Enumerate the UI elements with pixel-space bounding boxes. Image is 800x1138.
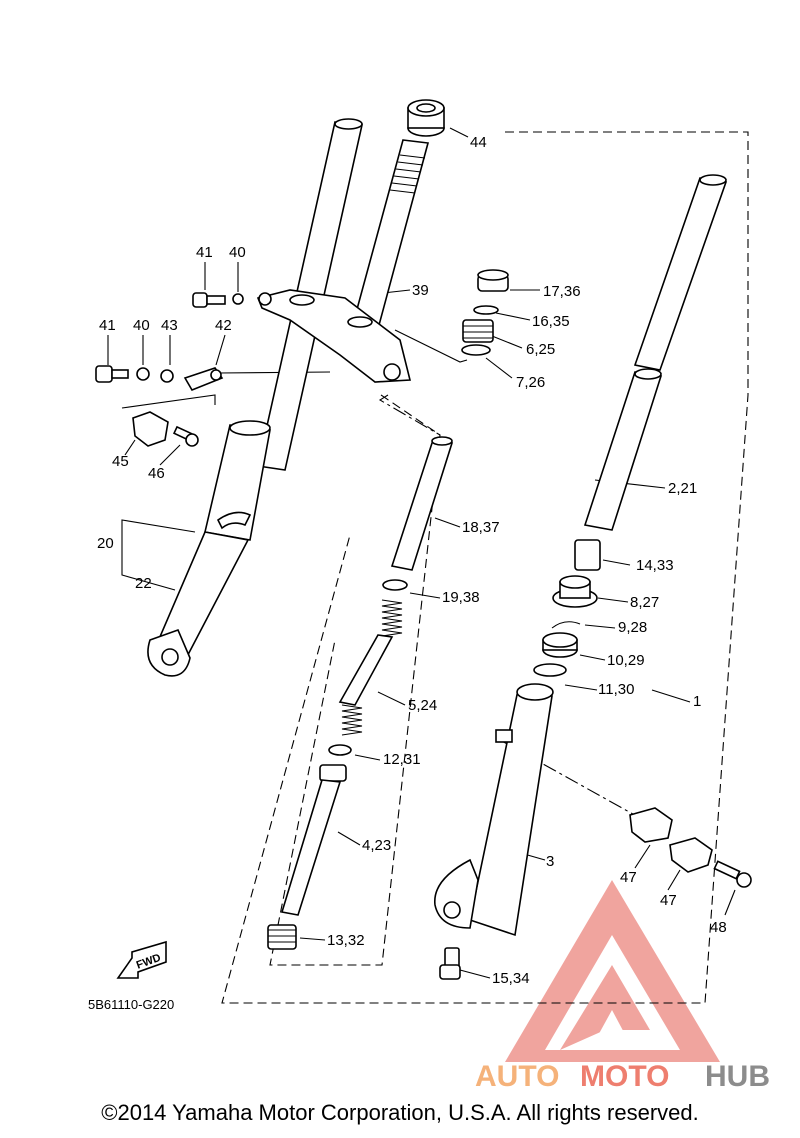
- copyright-notice: ©2014 Yamaha Motor Corporation, U.S.A. A…: [101, 1100, 699, 1125]
- spacer-18: [390, 436, 454, 571]
- callout-15-34: 15,34: [492, 970, 530, 987]
- watermark-moto: MOTO: [580, 1060, 669, 1093]
- clip-9: [551, 621, 581, 629]
- fork-assembly-outline: [221, 131, 749, 1004]
- callout-17-36: 17,36: [543, 283, 581, 300]
- bearing-44: [407, 99, 445, 137]
- callout-43: 43: [161, 317, 178, 334]
- washer-19: [382, 579, 408, 591]
- callout-42: 42: [215, 317, 232, 334]
- watermark-auto: AUTO: [475, 1060, 559, 1093]
- callout-19-38: 19,38: [442, 589, 480, 606]
- callout-7-26: 7,26: [516, 374, 545, 391]
- callout-4-23: 4,23: [362, 837, 391, 854]
- oring-7: [461, 344, 491, 356]
- callout-labels: 44 39 17,36 16,35 6,25 7,26 18,37 19,38 …: [97, 134, 727, 987]
- callout-6-25: 6,25: [526, 341, 555, 358]
- diagram-code: 5B61110-G220: [88, 997, 174, 1012]
- washer-40-top: [232, 293, 244, 305]
- callout-44: 44: [470, 134, 487, 151]
- bolt-48: [713, 860, 752, 888]
- clamp-47b: [669, 837, 713, 873]
- clamp-45: [132, 411, 169, 447]
- oil-seal-10: [542, 632, 578, 658]
- oring-16: [473, 305, 499, 315]
- inner-tube-2: [583, 368, 663, 531]
- callout-39: 39: [412, 282, 429, 299]
- washer-43: [160, 369, 174, 383]
- callout-16-35: 16,35: [532, 313, 570, 330]
- callout-40-top: 40: [229, 244, 246, 261]
- callout-12-31: 12,31: [383, 751, 421, 768]
- callout-13-32: 13,32: [327, 932, 365, 949]
- callout-20: 20: [97, 535, 114, 552]
- callout-47-b: 47: [660, 892, 677, 909]
- callout-10-29: 10,29: [607, 652, 645, 669]
- bushing-14: [574, 539, 601, 571]
- bracket-42: [183, 367, 224, 391]
- bolt-41-side: [95, 365, 129, 383]
- callout-45: 45: [112, 453, 129, 470]
- dust-seal-8: [552, 575, 598, 608]
- callout-8-27: 8,27: [630, 594, 659, 611]
- callout-48: 48: [710, 919, 727, 936]
- clamp-47a: [629, 807, 673, 843]
- callout-5-24: 5,24: [408, 697, 437, 714]
- outer-tube-3: [434, 683, 554, 937]
- watermark-hub: HUB: [705, 1060, 770, 1093]
- callout-2-21: 2,21: [668, 480, 697, 497]
- damper-rod-4: [280, 764, 347, 916]
- spring-seat-6: [462, 319, 494, 343]
- washer-11: [533, 663, 567, 677]
- callout-41-top: 41: [196, 244, 213, 261]
- callout-11-30: 11,30: [598, 681, 634, 698]
- callout-40-side: 40: [133, 317, 150, 334]
- callout-3: 3: [546, 853, 554, 870]
- callout-46: 46: [148, 465, 165, 482]
- callout-1: 1: [693, 693, 701, 710]
- callout-41-side: 41: [99, 317, 116, 334]
- spring-13: [267, 924, 297, 950]
- callout-14-33: 14,33: [636, 557, 674, 574]
- automotohub-logo: [505, 880, 720, 1062]
- callout-18-37: 18,37: [462, 519, 500, 536]
- bolt-41-top: [192, 292, 226, 308]
- callout-22: 22: [135, 575, 152, 592]
- under-bracket-39: [256, 289, 412, 383]
- bolt-15: [439, 947, 461, 980]
- fwd-arrow-icon: [116, 940, 167, 979]
- inner-parts-outline: [269, 394, 441, 966]
- callout-9-28: 9,28: [618, 619, 647, 636]
- inner-tube-upper: [633, 174, 728, 371]
- cap-17: [477, 269, 509, 292]
- bolt-46: [172, 425, 199, 447]
- ring-12: [328, 744, 352, 756]
- spring-5: [338, 599, 403, 736]
- fork-leg-assembled: [147, 118, 363, 677]
- washer-40-side: [136, 367, 150, 381]
- callout-47-a: 47: [620, 869, 637, 886]
